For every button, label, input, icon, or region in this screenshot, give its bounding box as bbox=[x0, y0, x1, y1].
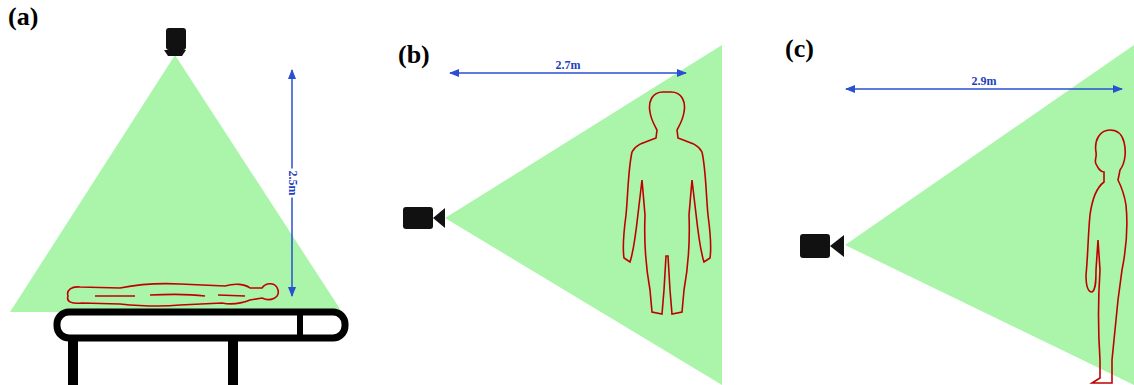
camera-body bbox=[403, 207, 433, 229]
dimension-label: 2.5m bbox=[286, 169, 298, 198]
camera-view-cone bbox=[445, 45, 722, 385]
dimension-arrow bbox=[846, 88, 1122, 90]
lying-person bbox=[68, 284, 279, 306]
panel-label: (b) bbox=[398, 42, 430, 68]
dimension-label: 2.7m bbox=[554, 59, 583, 71]
camera-body bbox=[800, 234, 830, 258]
standing-person-front bbox=[623, 92, 711, 314]
dimension-label: 2.9m bbox=[970, 75, 999, 87]
camera-lens bbox=[164, 50, 186, 56]
standing-person-side bbox=[1086, 130, 1127, 383]
panel-label: (c) bbox=[785, 36, 814, 62]
camera-view-cone bbox=[845, 45, 1134, 385]
dimension-arrow bbox=[450, 72, 686, 74]
panel-label: (a) bbox=[8, 4, 38, 30]
camera-view-cone bbox=[10, 55, 342, 312]
camera-lens bbox=[433, 208, 445, 228]
camera-body bbox=[166, 28, 186, 50]
bed bbox=[57, 312, 345, 385]
camera-lens bbox=[830, 235, 844, 257]
